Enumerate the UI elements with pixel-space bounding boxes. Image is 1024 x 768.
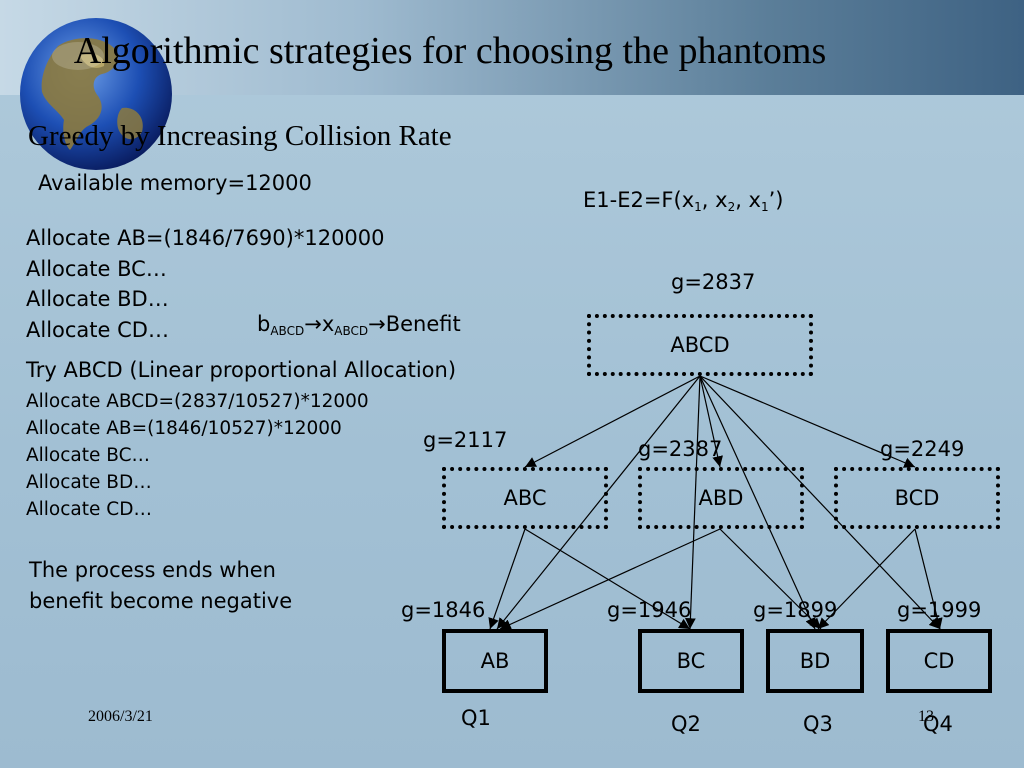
available-memory: Available memory=12000	[38, 171, 312, 195]
edge-abcd-abc	[524, 375, 701, 468]
edge-abcd-ab	[496, 375, 701, 630]
g-label-bc: g=1946	[607, 598, 692, 622]
allocate-line: Allocate CD…	[26, 317, 169, 342]
footer-date: 2006/3/21	[88, 708, 153, 725]
g-label-bcd: g=2249	[880, 437, 965, 461]
g-label-abc: g=2117	[423, 428, 508, 452]
edge-bcd-bd	[817, 528, 916, 630]
allocate-line: Allocate BD…	[26, 287, 169, 311]
node-ab: AB	[442, 629, 548, 693]
globe-icon	[20, 18, 172, 170]
edge-abcd-cd	[699, 375, 941, 630]
node-abd: ABD	[638, 467, 804, 529]
g-label-abcd: g=2837	[671, 270, 756, 294]
edge-abcd-bc	[685, 375, 701, 630]
allocate-line: Allocate BC…	[26, 445, 151, 466]
g-label-cd: g=1999	[897, 598, 982, 622]
allocate-line: Allocate AB=(1846/10527)*12000	[26, 418, 342, 439]
edge-bcd-cd	[914, 528, 943, 630]
edge-abcd-bcd	[699, 375, 916, 468]
slide-subtitle: Greedy by Increasing Collision Rate	[28, 120, 452, 152]
edge-abcd-bd	[699, 375, 816, 630]
slide-title: Algorithmic strategies for choosing the …	[73, 30, 827, 72]
allocate-line: Allocate ABCD=(2837/10527)*12000	[26, 391, 369, 412]
header-band	[0, 0, 1024, 95]
g-label-abd: g=2387	[638, 437, 723, 461]
page-number: 13	[918, 708, 934, 725]
node-bcd: BCD	[834, 467, 1000, 529]
node-bd: BD	[766, 629, 864, 693]
allocate-list-1: Allocate AB=(1846/7690)*120000 Allocate …	[26, 223, 385, 345]
allocate-line: Allocate BD…	[26, 472, 152, 493]
query-label-q4: Q4	[923, 712, 953, 736]
edge-abd-ab	[499, 528, 721, 630]
query-label-q2: Q2	[671, 712, 701, 736]
g-label-bd: g=1899	[753, 598, 838, 622]
edge-abc-ab	[488, 528, 526, 630]
query-label-q3: Q3	[803, 712, 833, 736]
g-label-ab: g=1846	[401, 598, 486, 622]
formula: E1-E2=F(x1, x2, x1’)	[583, 188, 784, 214]
node-bc: BC	[638, 629, 744, 693]
node-abcd: ABCD	[587, 314, 813, 376]
allocate-list-2: Allocate ABCD=(2837/10527)*12000 Allocat…	[26, 388, 369, 523]
edge-abcd-abd	[699, 375, 723, 468]
edge-abc-bc	[524, 528, 691, 630]
benefit-chain: bABCD→xABCD→Benefit	[257, 312, 461, 338]
query-label-q1: Q1	[461, 706, 491, 730]
allocate-line: Allocate BC…	[26, 256, 167, 281]
allocate-line: Allocate CD…	[26, 499, 152, 520]
try-line: Try ABCD (Linear proportional Allocation…	[26, 358, 457, 382]
allocate-line: Allocate AB=(1846/7690)*120000	[26, 226, 385, 250]
node-cd: CD	[886, 629, 992, 693]
node-abc: ABC	[442, 467, 608, 529]
process-end-note: The process ends when benefit become neg…	[29, 558, 293, 613]
edge-abd-bd	[719, 528, 822, 630]
